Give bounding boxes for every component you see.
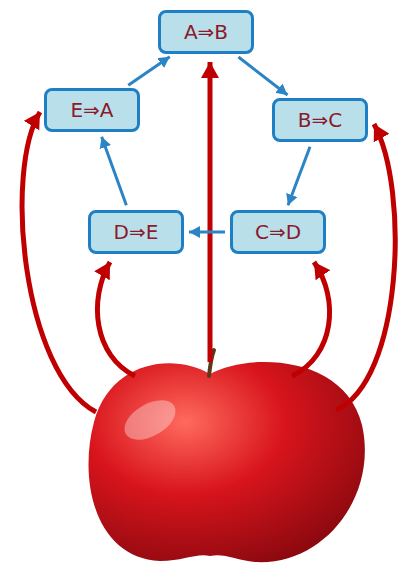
apple-highlight bbox=[118, 392, 182, 448]
box-label: B⇒C bbox=[298, 109, 342, 131]
red-arrow bbox=[292, 262, 330, 376]
process-box: D⇒E bbox=[88, 210, 184, 254]
red-arrow bbox=[336, 124, 395, 410]
box-label: E⇒A bbox=[70, 99, 113, 121]
flow-arrow bbox=[238, 57, 287, 95]
process-box: C⇒D bbox=[230, 210, 326, 254]
box-label: C⇒D bbox=[255, 221, 301, 243]
box-label: D⇒E bbox=[114, 221, 159, 243]
flow-arrow bbox=[288, 147, 310, 206]
flow-arrow bbox=[189, 231, 225, 234]
process-box: B⇒C bbox=[272, 98, 368, 142]
apple-body bbox=[89, 362, 365, 562]
red-arrow bbox=[97, 262, 135, 376]
box-label: A⇒B bbox=[184, 21, 228, 43]
red-arrow bbox=[208, 62, 213, 362]
process-box: E⇒A bbox=[44, 88, 140, 132]
flow-arrow bbox=[102, 137, 127, 206]
process-box: A⇒B bbox=[158, 10, 254, 54]
red-arrow bbox=[22, 112, 96, 412]
flow-arrow bbox=[128, 57, 169, 85]
